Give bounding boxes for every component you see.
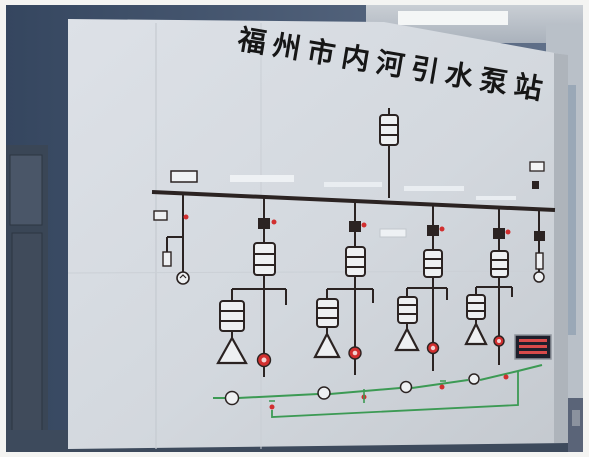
capacitor: [219, 300, 245, 332]
water-pump: [468, 373, 480, 385]
mimic-board: [68, 19, 568, 449]
incoming-feeder: [379, 108, 399, 198]
board-seam: [67, 270, 555, 274]
board-shadow: [554, 53, 568, 443]
pump-branch-4: [464, 208, 513, 365]
reactor: [464, 321, 488, 346]
water-pump: [224, 390, 240, 406]
transformer: [423, 249, 443, 278]
main-busbar: [151, 190, 556, 212]
pump-branch-3: [394, 205, 448, 371]
breaker: [258, 218, 270, 229]
floor-equipment: [568, 398, 583, 452]
capacitor: [397, 296, 418, 324]
pump-branch-2: [313, 201, 407, 375]
pipeline-valves: [269, 374, 509, 410]
breaker: [349, 221, 361, 232]
water-pump-symbols: [224, 373, 480, 406]
right-branch: [533, 210, 545, 283]
water-pipeline: [213, 364, 543, 418]
capacitor: [316, 298, 339, 328]
water-pump: [399, 380, 413, 394]
incoming-transformer: [379, 114, 399, 146]
photo: 福州市内河引水泵站: [6, 5, 583, 452]
capacitor: [466, 294, 486, 320]
display-panel: [514, 334, 552, 360]
pump-branch-1: [216, 197, 287, 377]
ceiling-light: [398, 11, 508, 25]
label-plates: [170, 161, 545, 200]
breaker: [493, 228, 505, 239]
left-cabinet-panel: [9, 154, 43, 226]
reactor: [216, 335, 248, 365]
breaker: [427, 225, 439, 236]
left-cabinet-door: [11, 232, 43, 434]
transformer: [490, 250, 509, 278]
reactor: [313, 331, 341, 359]
water-pump: [317, 386, 331, 400]
reactor: [394, 326, 420, 352]
auxiliary-branch: [153, 195, 190, 285]
transformer: [345, 246, 366, 277]
transformer: [253, 242, 276, 276]
